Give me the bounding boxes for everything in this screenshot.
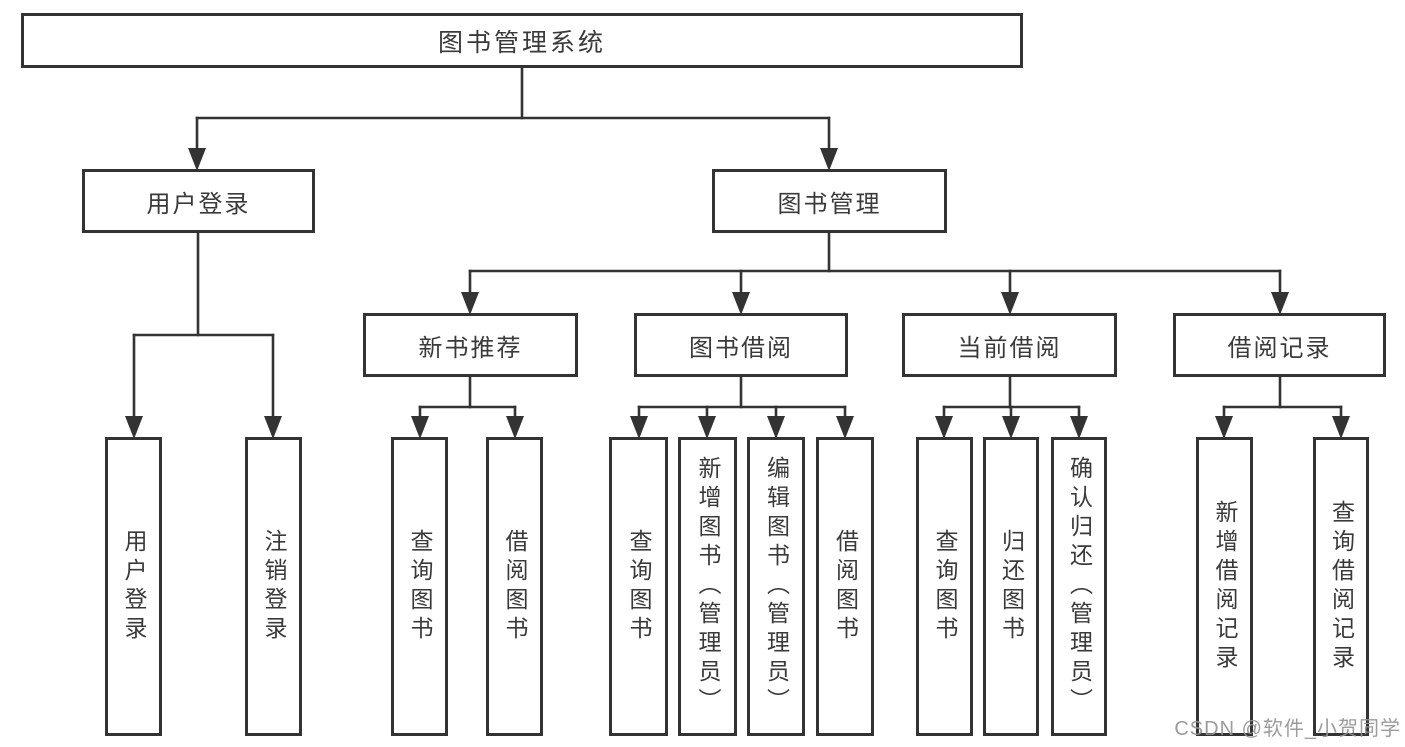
- node-label: 编辑图书（管理员）: [763, 456, 790, 717]
- node-label: 当前借阅: [957, 334, 1062, 362]
- leaf-edit-book-admin: 编辑图书（管理员）: [747, 437, 805, 736]
- node-label: 查询图书: [932, 528, 958, 645]
- leaf-confirm-return-admin: 确认归还（管理员）: [1051, 437, 1107, 736]
- node-label: 用户登录: [146, 190, 251, 218]
- leaf-return-book: 归还图书: [983, 437, 1039, 736]
- node-library-management-system: 图书管理系统: [21, 13, 1023, 68]
- node-label: 注销登录: [261, 528, 287, 645]
- node-label: 借阅记录: [1227, 334, 1332, 362]
- node-label: 图书借阅: [689, 334, 793, 362]
- leaf-add-book-admin: 新增图书（管理员）: [678, 437, 737, 736]
- node-label: 查询借阅记录: [1328, 499, 1355, 674]
- leaf-query-borrow-record: 查询借阅记录: [1313, 437, 1369, 736]
- node-label: 新书推荐: [418, 334, 523, 362]
- leaf-logout: 注销登录: [245, 437, 302, 736]
- node-label: 借阅图书: [832, 528, 859, 645]
- leaf-borrow-books-recommend: 借阅图书: [486, 437, 543, 736]
- node-label: 图书管理: [777, 190, 882, 218]
- leaf-query-books-recommend: 查询图书: [391, 437, 448, 736]
- node-label: 确认归还（管理员）: [1066, 456, 1093, 717]
- leaf-query-books-borrowing: 查询图书: [609, 437, 668, 736]
- node-book-management: 图书管理: [712, 169, 947, 233]
- leaf-add-borrow-record: 新增借阅记录: [1196, 437, 1253, 736]
- node-borrow-records: 借阅记录: [1173, 313, 1386, 377]
- node-new-book-recommend: 新书推荐: [363, 313, 578, 377]
- node-label: 查询图书: [407, 528, 433, 645]
- leaf-query-books-current: 查询图书: [916, 437, 973, 736]
- node-book-borrowing: 图书借阅: [634, 313, 848, 377]
- node-label: 归还图书: [998, 528, 1025, 645]
- leaf-user-login: 用户登录: [105, 437, 162, 736]
- node-user-login: 用户登录: [82, 169, 315, 233]
- node-label: 图书管理系统: [437, 28, 606, 57]
- node-label: 新增图书（管理员）: [695, 456, 721, 717]
- leaf-borrow-books: 借阅图书: [816, 437, 874, 736]
- node-label: 借阅图书: [502, 528, 528, 645]
- node-label: 查询图书: [626, 528, 652, 645]
- node-current-borrowing: 当前借阅: [902, 313, 1117, 377]
- csdn-watermark: CSDN @软件_小贺同学: [1174, 718, 1401, 740]
- node-label: 新增借阅记录: [1212, 499, 1238, 674]
- node-label: 用户登录: [121, 528, 147, 645]
